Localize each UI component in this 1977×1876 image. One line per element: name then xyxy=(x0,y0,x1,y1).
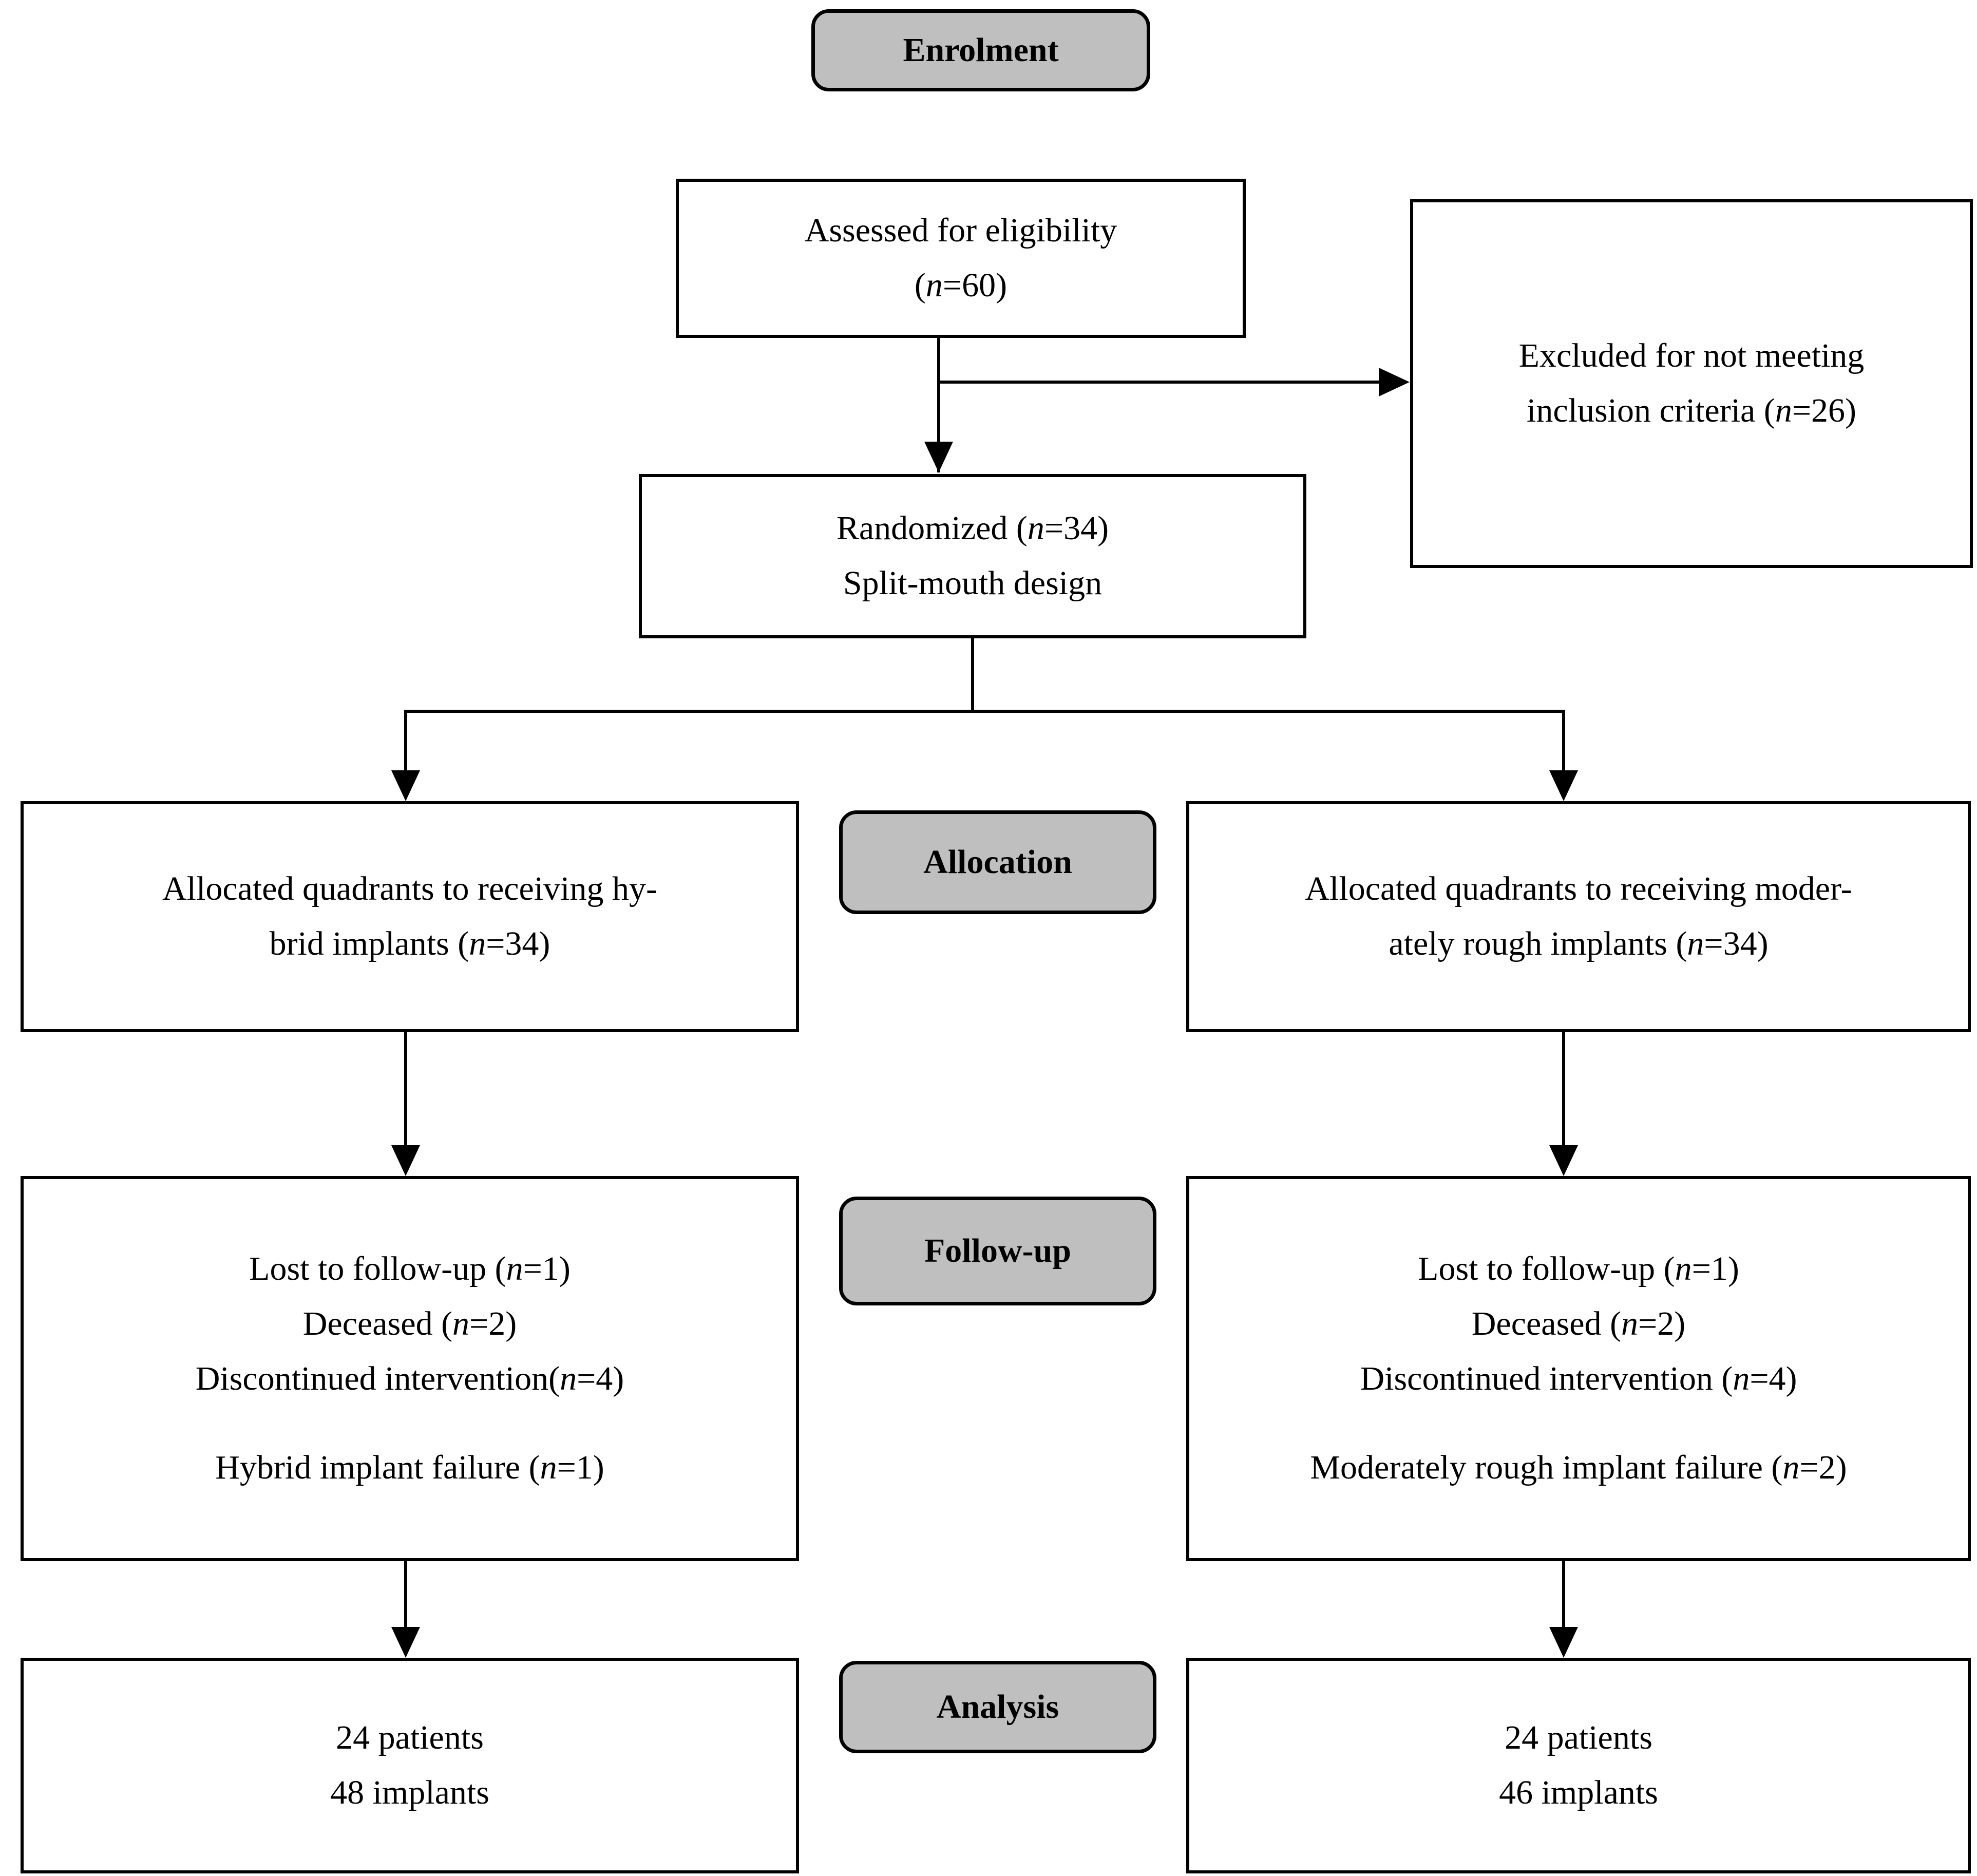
connector-split-left-drop xyxy=(404,710,407,775)
allocated-right-line-2: ately rough implants (n=34) xyxy=(1389,925,1769,962)
connector-allocated-right-to-followup xyxy=(1562,1032,1565,1150)
box-randomized: Randomized (n=34) Split-mouth design xyxy=(639,474,1306,638)
connector-split-right-drop xyxy=(1562,710,1565,775)
analysis-right-line-2: 46 implants xyxy=(1499,1774,1658,1811)
eligibility-line-2: (n=60) xyxy=(914,267,1007,304)
box-excluded: Excluded for not meeting inclusion crite… xyxy=(1410,199,1973,568)
stage-label-analysis: Analysis xyxy=(839,1661,1156,1753)
n-italic: n xyxy=(1687,925,1704,962)
followup-right-line-4: Moderately rough implant failure (n=2) xyxy=(1310,1448,1847,1486)
arrowhead-to-followup-left xyxy=(391,1145,420,1176)
box-analysis-hybrid: 24 patients 48 implants xyxy=(21,1658,799,1873)
n-italic: n xyxy=(1675,1250,1692,1288)
stage-label-enrolment: Enrolment xyxy=(811,9,1150,91)
n-italic: n xyxy=(469,925,486,962)
n-italic: n xyxy=(506,1250,523,1288)
stage-label-allocation: Allocation xyxy=(839,810,1156,914)
connector-randomized-stem xyxy=(971,638,974,712)
stage-label-followup-text: Follow-up xyxy=(924,1232,1072,1269)
allocated-left-line-2: brid implants (n=34) xyxy=(269,925,550,962)
connector-allocation-split-bar xyxy=(404,710,1565,713)
followup-left-line-4: Hybrid implant failure (n=1) xyxy=(215,1448,604,1486)
arrowhead-to-randomized xyxy=(924,442,953,472)
n-italic: n xyxy=(925,267,943,304)
n-italic: n xyxy=(1621,1305,1639,1343)
followup-right-line-2: Deceased (n=2) xyxy=(1471,1305,1686,1343)
connector-followup-left-to-analysis xyxy=(404,1561,407,1631)
eligibility-line-1: Assessed for eligibility xyxy=(804,212,1117,250)
stage-label-allocation-text: Allocation xyxy=(923,843,1072,881)
n-italic: n xyxy=(540,1448,557,1486)
box-assessed-for-eligibility: Assessed for eligibility (n=60) xyxy=(676,179,1246,338)
followup-left-line-2: Deceased (n=2) xyxy=(302,1305,517,1343)
box-allocated-moderately-rough: Allocated quadrants to receiving moder- … xyxy=(1186,801,1971,1032)
n-italic: n xyxy=(1782,1448,1800,1486)
followup-right-line-1: Lost to follow-up (n=1) xyxy=(1418,1250,1739,1288)
excluded-line-2: inclusion criteria (n=26) xyxy=(1526,392,1857,429)
arrowhead-to-excluded xyxy=(1379,368,1410,396)
n-italic: n xyxy=(1027,509,1044,547)
analysis-left-line-1: 24 patients xyxy=(336,1719,484,1757)
excluded-line-1: Excluded for not meeting xyxy=(1518,337,1865,375)
arrowhead-to-followup-right xyxy=(1549,1145,1578,1176)
randomized-line-2: Split-mouth design xyxy=(843,564,1102,602)
analysis-left-line-2: 48 implants xyxy=(330,1774,489,1811)
box-analysis-moderately-rough: 24 patients 46 implants xyxy=(1186,1658,1971,1873)
connector-eligibility-to-excluded xyxy=(937,381,1379,384)
n-italic: n xyxy=(452,1305,470,1343)
followup-left-line-1: Lost to follow-up (n=1) xyxy=(249,1250,571,1288)
box-allocated-hybrid: Allocated quadrants to receiving hy- bri… xyxy=(21,801,799,1032)
arrowhead-to-allocated-right xyxy=(1549,770,1578,801)
box-followup-hybrid: Lost to follow-up (n=1) Deceased (n=2) D… xyxy=(21,1176,799,1561)
analysis-right-line-1: 24 patients xyxy=(1505,1719,1652,1757)
stage-label-followup: Follow-up xyxy=(839,1197,1156,1305)
randomized-line-1: Randomized (n=34) xyxy=(836,509,1109,547)
connector-eligibility-stem xyxy=(937,338,940,472)
allocated-left-line-1: Allocated quadrants to receiving hy- xyxy=(162,870,657,908)
box-followup-moderately-rough: Lost to follow-up (n=1) Deceased (n=2) D… xyxy=(1186,1176,1971,1561)
n-italic: n xyxy=(1733,1360,1750,1397)
n-italic: n xyxy=(1775,392,1792,429)
followup-right-line-3: Discontinued intervention (n=4) xyxy=(1360,1360,1797,1397)
stage-label-enrolment-text: Enrolment xyxy=(903,31,1059,69)
followup-left-line-3: Discontinued intervention(n=4) xyxy=(195,1360,624,1397)
connector-followup-right-to-analysis xyxy=(1562,1561,1565,1631)
arrowhead-to-allocated-left xyxy=(391,770,420,801)
connector-allocated-left-to-followup xyxy=(404,1032,407,1150)
arrowhead-to-analysis-left xyxy=(391,1627,420,1658)
arrowhead-to-analysis-right xyxy=(1549,1627,1578,1658)
n-italic: n xyxy=(560,1360,577,1397)
allocated-right-line-1: Allocated quadrants to receiving moder- xyxy=(1305,870,1852,908)
stage-label-analysis-text: Analysis xyxy=(936,1688,1059,1726)
